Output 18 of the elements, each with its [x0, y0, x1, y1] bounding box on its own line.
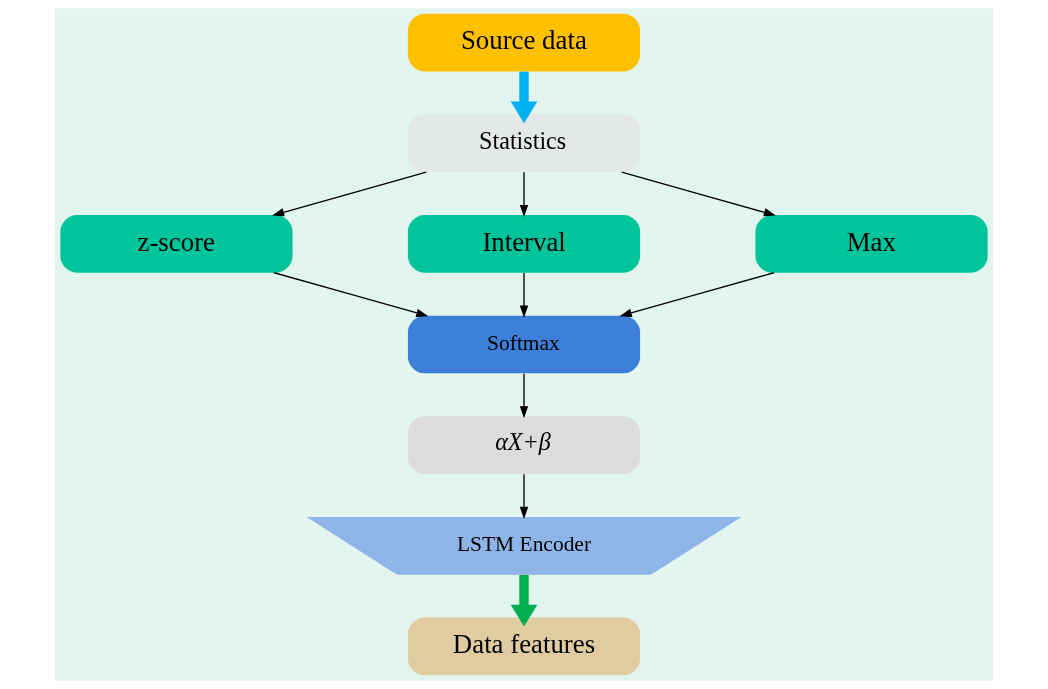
arrow: [621, 171, 776, 217]
arrow: [510, 71, 538, 124]
node-box: Softmax: [407, 315, 641, 374]
arrow: [272, 171, 427, 217]
arrow: [519, 272, 529, 318]
arrow: [619, 272, 775, 317]
node-box: z-score: [60, 215, 293, 273]
arrow: [519, 171, 529, 217]
arrow: [519, 473, 529, 519]
arrow: [510, 574, 538, 627]
node-box: Data features: [407, 617, 641, 676]
node-box: Max: [755, 215, 988, 273]
node-box: Source data: [407, 13, 641, 72]
arrow: [273, 272, 429, 317]
node-box: Statistics: [407, 114, 641, 173]
arrow: [519, 372, 529, 419]
node-box: Interval: [407, 215, 641, 273]
node-box: αX+β: [407, 416, 641, 474]
